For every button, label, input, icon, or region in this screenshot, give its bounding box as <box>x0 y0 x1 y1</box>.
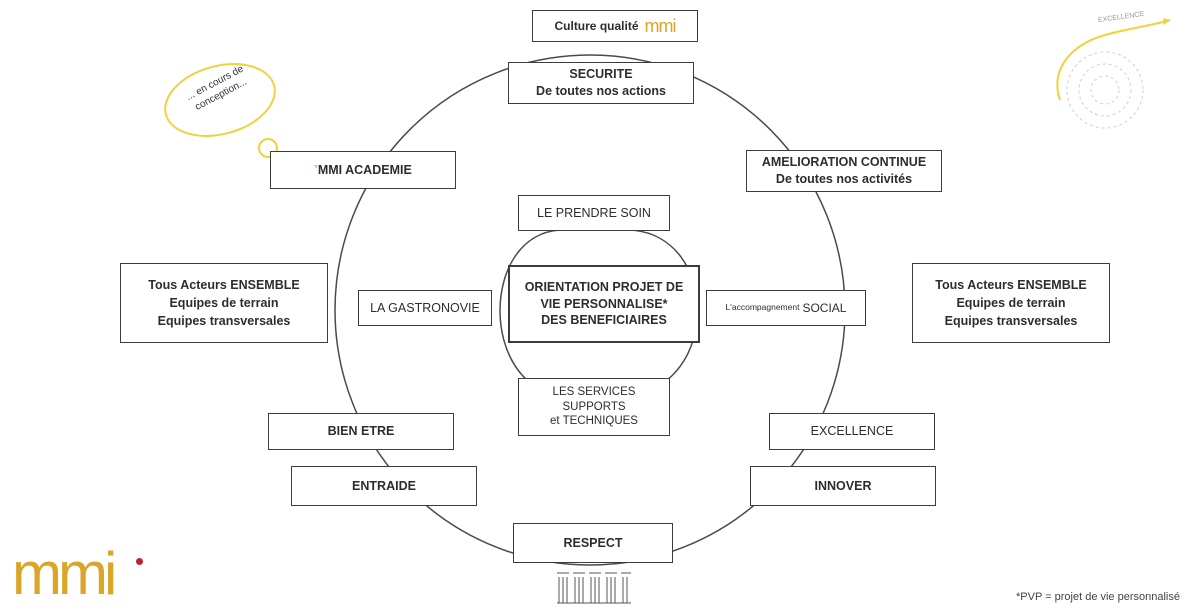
orientation-pvp-box: ORIENTATION PROJET DE VIE PERSONNALISE* … <box>508 265 700 343</box>
respect-box: RESPECT <box>513 523 673 563</box>
mmi-logo-text: mmi <box>12 540 117 607</box>
gastronovie-box: LA GASTRONOVIE <box>358 290 492 326</box>
mmi-logo-dot <box>136 558 143 565</box>
culture-qualite-label: Culture qualité <box>554 18 639 33</box>
bien-etre-box: BIEN ETRE <box>268 413 454 450</box>
brand-mmi-label: mmi <box>644 15 677 36</box>
mmi-academie-box: °MMI ACADEMIE <box>270 151 456 189</box>
prendre-soin-box: LE PRENDRE SOIN <box>518 195 670 231</box>
pvp-footnote: *PVP = projet de vie personnalisé <box>1016 591 1180 603</box>
culture-qualite-box: Culture qualité mmi <box>532 10 698 42</box>
securite-box: SECURITE De toutes nos actions <box>508 62 694 104</box>
left-acteurs-panel: Tous Acteurs ENSEMBLE Equipes de terrain… <box>120 263 328 343</box>
amelioration-continue-box: AMELIORATION CONTINUE De toutes nos acti… <box>746 150 942 192</box>
right-acteurs-panel: Tous Acteurs ENSEMBLE Equipes de terrain… <box>912 263 1110 343</box>
spiral-excellence-icon <box>1056 18 1171 129</box>
services-supports-box: LES SERVICES SUPPORTS et TECHNIQUES <box>518 378 670 436</box>
excellence-box: EXCELLENCE <box>769 413 935 450</box>
mmi-logo: mmi <box>12 544 152 606</box>
people-group-icon <box>557 572 631 604</box>
entraide-box: ENTRAIDE <box>291 466 477 506</box>
accompagnement-social-box: L'accompagnement SOCIAL <box>706 290 866 326</box>
innover-box: INNOVER <box>750 466 936 506</box>
